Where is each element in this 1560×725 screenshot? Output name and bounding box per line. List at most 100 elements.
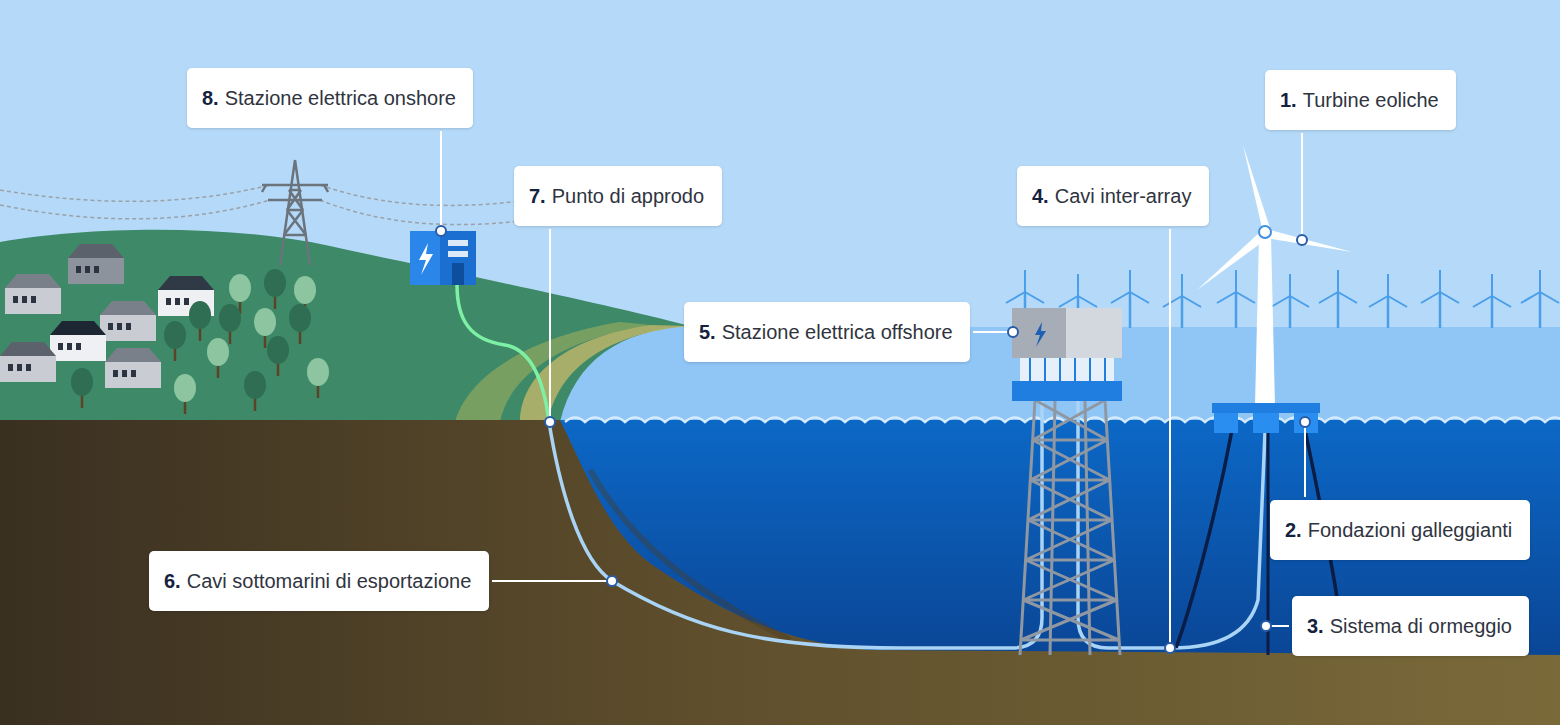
distant-blade — [1388, 296, 1407, 307]
leader-dots — [436, 226, 1310, 653]
distant-blade — [1182, 296, 1201, 307]
house-window — [8, 364, 13, 371]
distant-blade — [1181, 274, 1183, 296]
jacket-brace — [1030, 440, 1109, 480]
house-window — [122, 370, 127, 377]
distant-blade — [1059, 296, 1078, 307]
jacket-brace — [1021, 600, 1119, 640]
distant-blade — [1439, 270, 1441, 292]
land-hill — [0, 230, 690, 422]
house-window — [131, 370, 136, 377]
callout-box: 5. Stazione elettrica offshore — [684, 302, 970, 362]
wave-line — [565, 418, 1560, 423]
distant-blade — [1492, 296, 1511, 307]
house-window — [117, 323, 122, 330]
callout-number: 2. — [1285, 519, 1302, 541]
shore-band — [455, 322, 650, 422]
callout-box: 7.Punto di approdo — [514, 166, 722, 226]
distant-blade — [1078, 296, 1097, 307]
slope-shade — [590, 470, 790, 640]
leader-lines — [441, 131, 1305, 643]
house-window — [166, 298, 171, 305]
house-wall — [68, 258, 124, 284]
callout-box: 2.Fondazioni galleggianti — [1270, 500, 1530, 560]
tree-crown — [307, 358, 329, 386]
house-window — [31, 296, 36, 303]
distant-blade — [1421, 292, 1440, 303]
callout-number: 3. — [1307, 615, 1324, 637]
distant-blade — [1217, 292, 1236, 303]
distant-blade — [1025, 292, 1044, 303]
tree-crown — [219, 304, 241, 332]
distant-tower — [1491, 296, 1494, 328]
house-wall — [100, 315, 156, 341]
distant-blade — [1289, 274, 1291, 296]
distant-blade — [1338, 292, 1357, 303]
house-roof — [105, 348, 161, 362]
house-window — [13, 296, 18, 303]
tree-crown — [207, 338, 229, 366]
distant-blade — [1369, 296, 1388, 307]
tree-crown — [244, 371, 266, 399]
house-roof — [68, 244, 124, 258]
house-window — [67, 343, 72, 350]
jacket-brace — [1023, 560, 1117, 600]
callout-label: Stazione elettrica offshore — [722, 321, 953, 343]
distant-blade — [1129, 270, 1131, 292]
callout-number: 8. — [202, 87, 219, 109]
jacket-brace — [1026, 520, 1115, 560]
distant-blade — [1111, 292, 1130, 303]
tree-crown — [164, 321, 186, 349]
callout-box: 3. Sistema di ormeggio — [1292, 596, 1529, 656]
jacket-structure — [1020, 400, 1120, 655]
distant-blade — [1539, 270, 1541, 292]
house-window — [17, 364, 22, 371]
house-wall — [105, 362, 161, 388]
distant-tower — [1387, 296, 1390, 328]
house-roof — [50, 321, 106, 335]
jacket-brace — [1028, 480, 1112, 520]
callout-label: Cavi sottomarini di esportazione — [187, 570, 472, 592]
distant-blade — [1491, 274, 1493, 296]
callout-number: 7. — [529, 185, 546, 207]
callout-box: 1.Turbine eoliche — [1265, 70, 1456, 130]
house-window — [76, 343, 81, 350]
distant-tower — [1181, 296, 1184, 328]
house-roof — [0, 342, 56, 356]
callout-number: 4. — [1032, 185, 1049, 207]
callout-number: 5. — [699, 321, 716, 343]
distant-blade — [1006, 292, 1025, 303]
callout-box: 6. Cavi sottomarini di esportazione — [149, 551, 489, 611]
tree-crown — [264, 269, 286, 297]
pylon — [262, 160, 328, 265]
distant-blade — [1440, 292, 1459, 303]
tree-crown — [174, 374, 196, 402]
tree-crown — [289, 304, 311, 332]
tree-crown — [229, 274, 251, 302]
house-roof — [5, 274, 61, 288]
export-cable — [549, 400, 1042, 648]
house-window — [22, 296, 27, 303]
callout-label: Cavi inter-array — [1055, 185, 1192, 207]
distant-blade — [1271, 296, 1290, 307]
trees — [71, 269, 329, 414]
callout-label: Sistema di ormeggio — [1330, 615, 1512, 637]
distant-blade — [1319, 292, 1338, 303]
power-lines — [0, 185, 560, 225]
house-window — [113, 370, 118, 377]
distant-blade — [1540, 292, 1559, 303]
house-wall — [5, 288, 61, 314]
distant-blade — [1130, 292, 1149, 303]
tree-crown — [189, 301, 211, 329]
tree-crown — [294, 276, 316, 304]
houses — [0, 244, 214, 388]
callout-box: 4. Cavi inter-array — [1017, 166, 1209, 226]
house-window — [108, 323, 113, 330]
distant-blade — [1235, 270, 1237, 292]
house-roof — [158, 276, 214, 290]
distant-tower — [1235, 292, 1238, 328]
distant-blade — [1163, 296, 1182, 307]
onshore-cable — [457, 285, 549, 422]
callout-number: 6. — [164, 570, 181, 592]
house-wall — [0, 356, 56, 382]
